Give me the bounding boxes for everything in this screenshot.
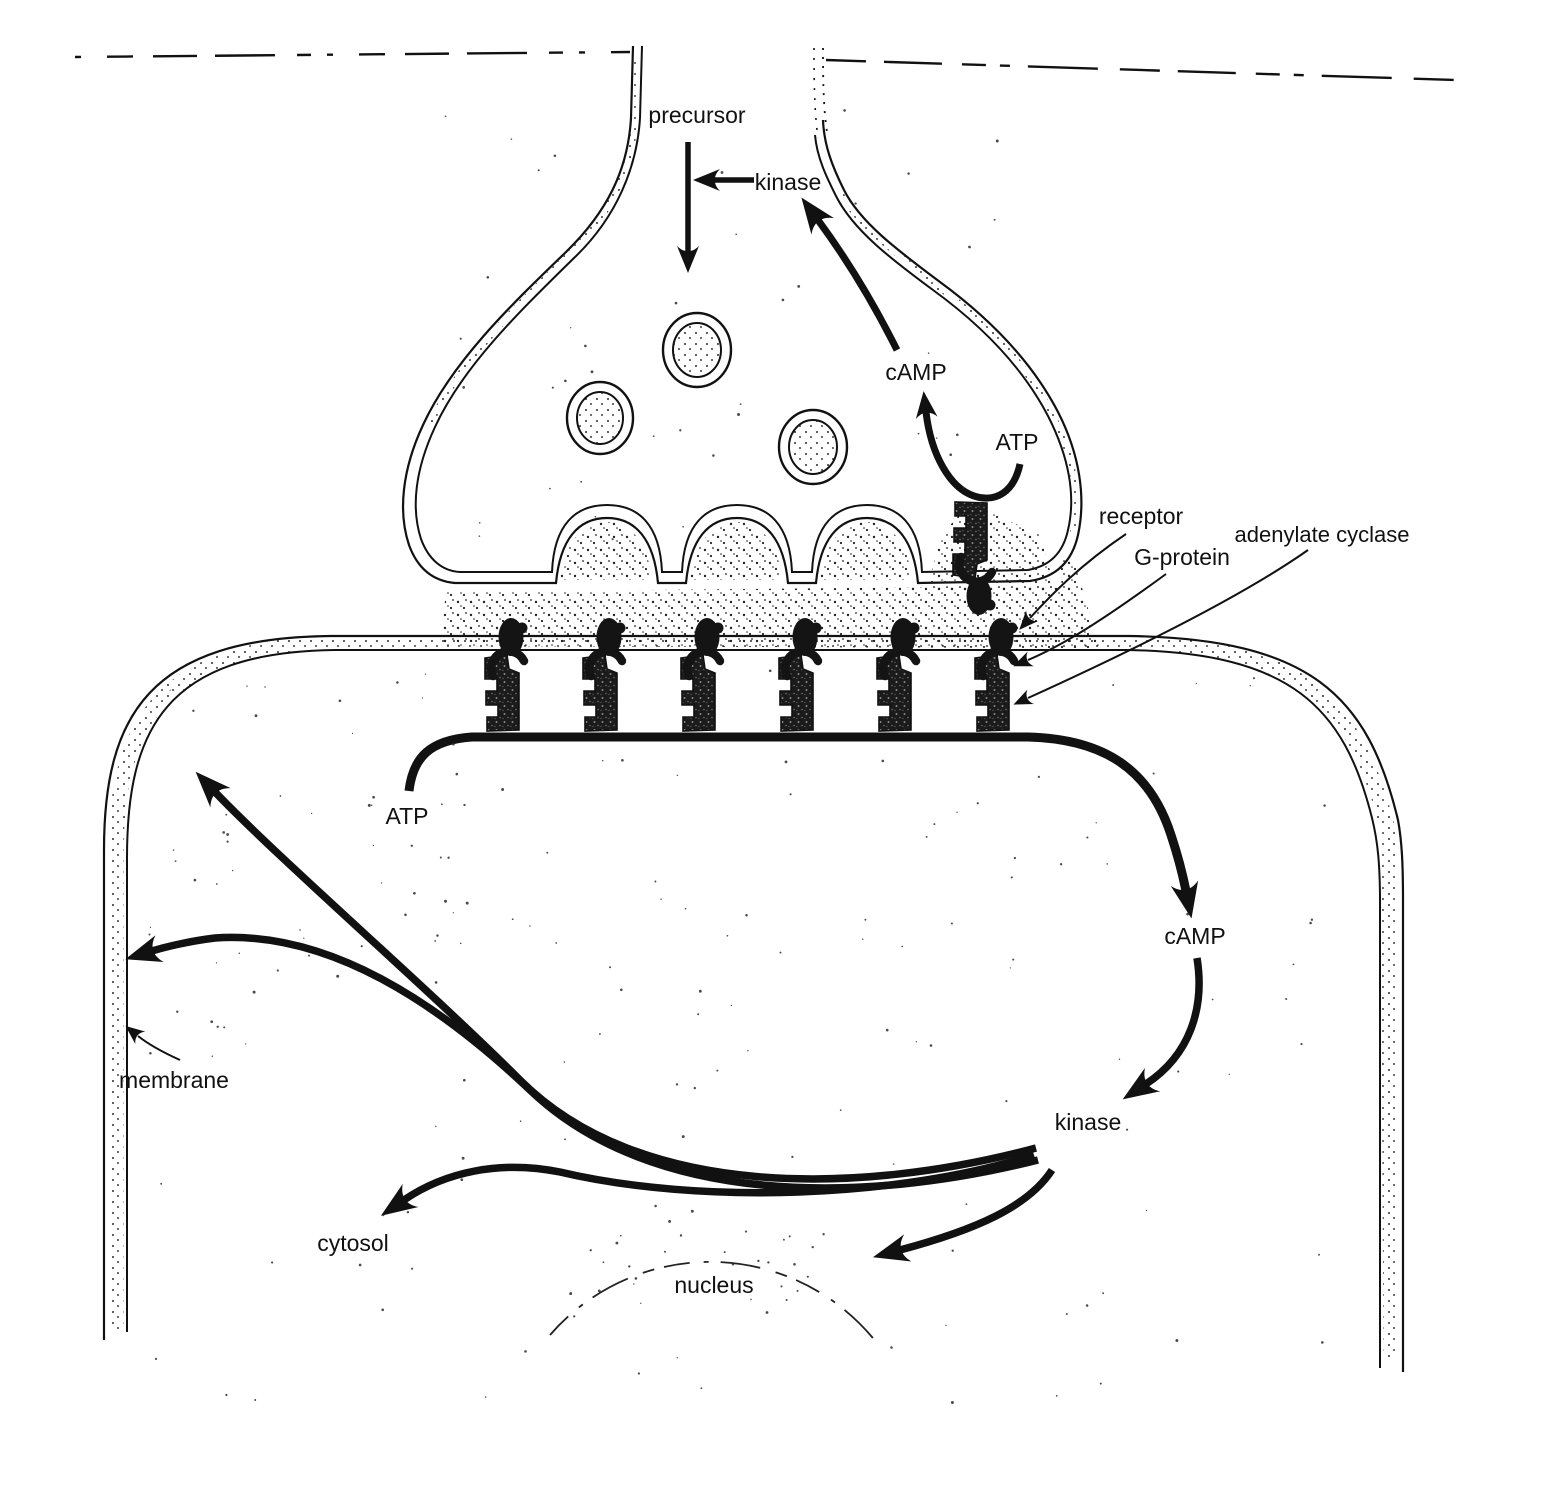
top-dashed-line (74, 50, 1456, 82)
arrow-kinase-to-nucleus (872, 1167, 1056, 1262)
g-protein-pointer-line (1013, 573, 1167, 667)
label-nucleus: nucleus (674, 1272, 753, 1298)
arrow-camp-to-kinase-presynaptic (801, 197, 901, 352)
label-cytosol: cytosol (317, 1230, 389, 1256)
vesicle (777, 408, 849, 486)
label-atp-postsynaptic: ATP (385, 803, 428, 829)
label-kinase-postsynaptic: kinase (1055, 1109, 1121, 1135)
adenylate-cyclase-pointer-line (1013, 549, 1309, 705)
vesicle (661, 311, 733, 389)
receptor-pointer-line (1019, 533, 1127, 630)
presynaptic-arrows (677, 142, 1024, 502)
vesicles (565, 311, 849, 486)
labels: precursor kinase cAMP ATP receptor G-pro… (119, 102, 1409, 1298)
speckle-texture (148, 109, 1326, 1404)
presynaptic-terminal (401, 45, 1083, 585)
label-membrane: membrane (119, 1067, 229, 1093)
postsynaptic-arrows (125, 771, 1203, 1262)
presynaptic-membrane-inner (414, 45, 1073, 574)
label-camp-presynaptic: cAMP (885, 359, 946, 385)
postsynaptic-membrane-outer (102, 634, 1405, 1372)
label-g-protein: G-protein (1134, 544, 1230, 570)
label-camp-postsynaptic: cAMP (1164, 923, 1225, 949)
vesicle (565, 380, 635, 456)
label-adenylate-cyclase: adenylate cyclase (1235, 522, 1410, 547)
label-pointers (125, 533, 1309, 1061)
arrow-kinase-to-cytosol (380, 1151, 1036, 1216)
presynaptic-membrane-outer (401, 45, 1083, 585)
membrane-pointer-line (125, 1026, 181, 1061)
presynaptic-flank-stipple-right (837, 191, 1080, 533)
label-receptor: receptor (1099, 503, 1184, 529)
postsynaptic-membrane-inner (126, 649, 1381, 1368)
label-precursor: precursor (648, 102, 745, 128)
arrow-atp-to-camp-presynaptic (915, 391, 1024, 502)
presynaptic-body (403, 46, 1082, 583)
arrow-atp-to-camp-postsynaptic (404, 732, 1199, 919)
label-atp-presynaptic: ATP (995, 429, 1038, 455)
arrow-camp-to-kinase-postsynaptic (1122, 957, 1203, 1100)
presynaptic-flank-stipple-left (426, 59, 640, 428)
label-kinase-presynaptic: kinase (755, 169, 821, 195)
